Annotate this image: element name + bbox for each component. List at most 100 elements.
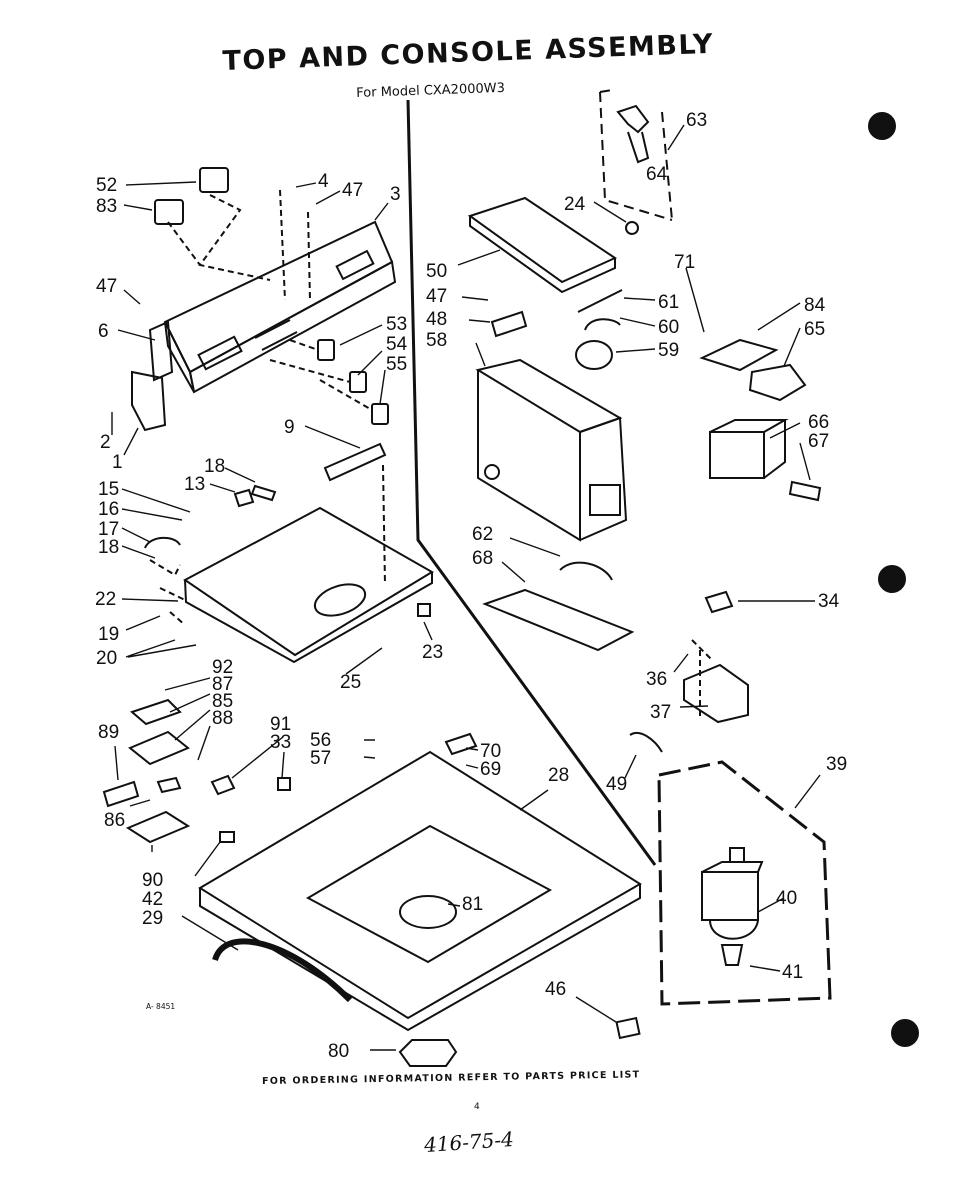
callout-13: 13 (184, 474, 205, 495)
ring-59 (575, 340, 613, 370)
drawing-number: A- 8451 (146, 1002, 176, 1011)
base-plate-68 (482, 588, 635, 652)
divider-line (406, 99, 657, 866)
callout-63: 63 (686, 110, 707, 131)
clip-89 (102, 780, 140, 808)
callout-24: 24 (564, 194, 586, 215)
callout-28: 28 (548, 765, 569, 786)
callout-4: 4 (318, 171, 329, 192)
housing-box (475, 358, 628, 542)
callout-84: 84 (804, 295, 826, 316)
relay-66 (709, 419, 789, 479)
callout-85: 85 (212, 691, 233, 712)
callout-69: 69 (480, 759, 501, 780)
callout-37: 37 (650, 702, 671, 723)
callout-61: 61 (658, 292, 679, 313)
side-bracket (131, 370, 167, 432)
nut-33 (277, 777, 291, 791)
plate-90 (125, 810, 191, 844)
callout-67: 67 (808, 431, 829, 452)
clip-60 (584, 318, 621, 331)
callout-49: 49 (606, 774, 627, 795)
callout-labels: 1 2 3 4 6 9 13 15 16 17 18 18 19 20 22 2… (95, 110, 847, 1062)
callout-25: 25 (340, 672, 361, 693)
end-cap (148, 320, 174, 382)
callout-52: 52 (96, 175, 117, 196)
callout-66: 66 (808, 412, 829, 433)
callout-83: 83 (96, 196, 117, 217)
callout-19: 19 (98, 624, 119, 645)
lever-9 (323, 442, 387, 482)
main-top-cover (183, 506, 434, 664)
lid-panel-50 (467, 196, 618, 294)
motor-assembly-box (657, 760, 832, 1006)
bracket-48 (490, 310, 528, 338)
foot-42 (219, 831, 235, 843)
callout-48: 48 (426, 309, 447, 330)
callout-59: 59 (658, 340, 679, 361)
callout-58: 58 (426, 330, 447, 351)
callout-53: 53 (386, 314, 407, 335)
callout-23: 23 (422, 642, 443, 663)
callout-71: 71 (674, 252, 695, 273)
latch-18 (250, 484, 277, 502)
callout-16: 16 (98, 499, 119, 520)
callout-56: 56 (310, 730, 331, 751)
leader-lines (111, 124, 821, 1051)
callout-17: 17 (98, 519, 119, 540)
callout-6: 6 (98, 321, 109, 342)
callout-47c: 47 (426, 286, 447, 307)
callout-81: 81 (462, 894, 483, 915)
callout-29: 29 (142, 908, 163, 929)
clip-91 (210, 774, 236, 796)
callout-89: 89 (98, 722, 119, 743)
rocker-53 (317, 339, 335, 361)
tub-top-base (198, 750, 642, 1032)
callout-87: 87 (212, 674, 233, 695)
callout-68: 68 (472, 548, 493, 569)
callout-33: 33 (270, 732, 291, 753)
callout-15: 15 (98, 479, 119, 500)
pad-86 (156, 776, 182, 794)
callout-47b: 47 (96, 276, 117, 297)
binder-hole-bottom (891, 1019, 919, 1047)
plate-70 (444, 732, 478, 756)
callout-55: 55 (386, 354, 407, 375)
callout-22: 22 (95, 589, 116, 610)
wire-49 (629, 732, 663, 753)
callout-34: 34 (818, 591, 840, 612)
callout-46: 46 (545, 979, 566, 1000)
callout-91: 91 (270, 714, 291, 735)
callout-60: 60 (658, 317, 679, 338)
foot-23 (417, 603, 431, 617)
binder-hole-top (868, 112, 896, 140)
agitator-ring-81 (399, 895, 457, 929)
mount-plate-71 (699, 338, 779, 372)
motor-40 (701, 847, 764, 966)
key-63 (616, 104, 650, 164)
switch-83 (154, 199, 184, 225)
callout-20: 20 (96, 648, 117, 669)
pad-46 (615, 1016, 641, 1040)
console-panel (163, 220, 397, 394)
callout-9: 9 (284, 417, 295, 438)
callout-18a: 18 (204, 456, 225, 477)
callout-70: 70 (480, 741, 501, 762)
callout-40: 40 (776, 888, 797, 909)
page-number: 4 (474, 1102, 480, 1112)
callout-1: 1 (112, 452, 123, 473)
gasket-29 (212, 938, 353, 1003)
callout-3: 3 (390, 184, 401, 205)
callout-62: 62 (472, 524, 493, 545)
wire-17 (144, 536, 181, 549)
clip-62 (559, 561, 613, 581)
switch-52 (199, 167, 229, 193)
callout-41: 41 (782, 962, 803, 983)
binder-hole-middle (878, 565, 906, 593)
switch-85 (128, 730, 190, 766)
callout-36: 36 (646, 669, 667, 690)
callout-88: 88 (212, 708, 233, 729)
plug-67 (788, 480, 822, 502)
